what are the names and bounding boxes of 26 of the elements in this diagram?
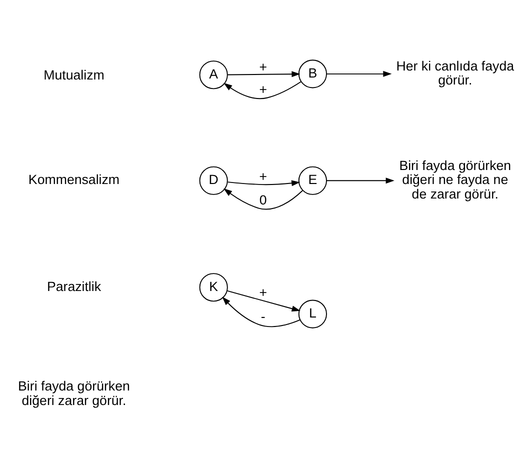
node-circle: L: [298, 299, 327, 328]
edge-label: 0: [259, 192, 267, 208]
node-text: Her ki canlıda fayda görür.: [396, 58, 514, 88]
label: Kommensalizm: [28, 172, 120, 187]
edge-label: +: [259, 168, 268, 184]
arrow: [227, 70, 300, 77]
edge-label: -: [260, 308, 266, 324]
label: Mutualizm: [44, 66, 104, 82]
arrow: [222, 296, 301, 327]
arrow: [326, 177, 394, 184]
node-circle: B: [298, 59, 327, 88]
node-circle: A: [199, 60, 228, 89]
arrow: [227, 180, 300, 186]
arrow: [224, 80, 302, 99]
node-text: Biri fayda görürken diğeri ne fayda ne de zarar görür.: [399, 157, 512, 201]
edge-label: +: [259, 284, 268, 300]
node-circle: K: [199, 272, 228, 302]
arrow: [326, 70, 392, 76]
arrow: [224, 188, 303, 210]
edge-label: +: [259, 58, 268, 74]
node-circle: E: [298, 166, 327, 194]
label: Parazitlik: [46, 278, 102, 294]
node-circle: D: [199, 166, 228, 194]
edge-label: +: [259, 82, 268, 97]
arrow: [226, 290, 300, 312]
label: Biri fayda görürken diğeri zarar görür.: [18, 378, 130, 408]
